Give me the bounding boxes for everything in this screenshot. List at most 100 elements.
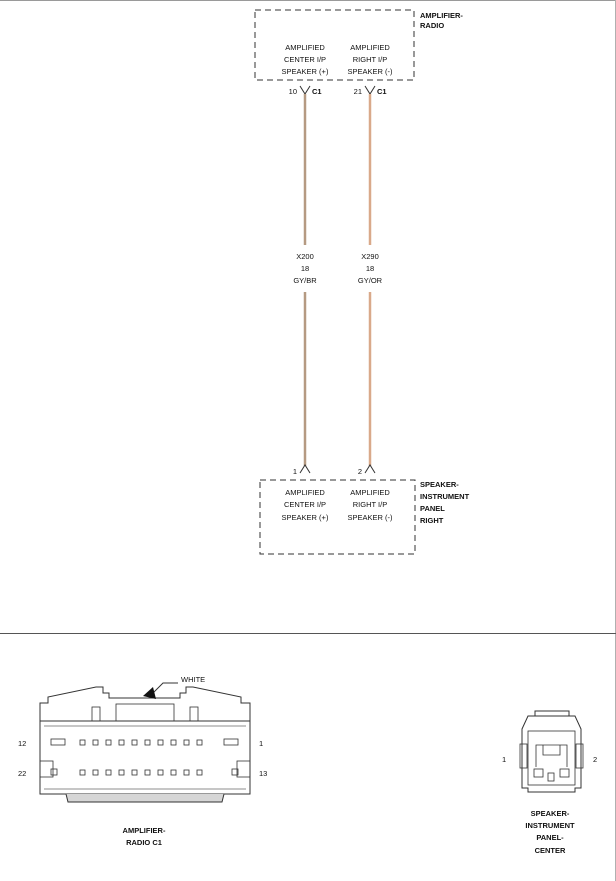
c1-center-latch xyxy=(115,703,175,722)
c1-caption-1: AMPLIFIER- xyxy=(123,826,166,835)
top-pin-right-terminal xyxy=(364,85,376,95)
spk-center-key xyxy=(547,772,555,782)
bottom-pin-left-cavity: 1 xyxy=(293,467,297,476)
top-pin-left-terminal xyxy=(299,85,311,95)
speaker-ip-center-connector-view: 1 2 SPEAKER- INSTRUMENT PANEL- CENTER xyxy=(502,710,597,855)
c1-cavity xyxy=(131,769,138,776)
wire-x200-color: GY/BR xyxy=(293,276,317,285)
bottom-pin-left-desc-2: CENTER I/P xyxy=(284,500,326,509)
c1-cavity xyxy=(183,739,190,746)
amplifier-radio-name-1: AMPLIFIER- xyxy=(420,11,463,20)
bottom-pin-left-terminal xyxy=(299,464,311,474)
bottom-pin-right-desc-1: AMPLIFIED xyxy=(350,488,390,497)
c1-cavity xyxy=(118,769,125,776)
c1-cavity xyxy=(131,739,138,746)
top-pin-right-desc-1: AMPLIFIED xyxy=(350,43,390,52)
c1-cavity xyxy=(170,739,177,746)
spk-pin-label-1: 1 xyxy=(502,755,506,764)
wire-x200[interactable]: X200 18 GY/BR xyxy=(293,94,317,466)
c1-housing-top xyxy=(39,686,251,721)
c1-side-key-right xyxy=(236,760,251,778)
speaker-ip-right-name-2: INSTRUMENT xyxy=(420,492,470,501)
amplifier-radio-module-box xyxy=(254,9,415,81)
spk-cavity-2 xyxy=(559,768,570,778)
c1-caption-2: RADIO C1 xyxy=(126,838,162,847)
c1-pin-label-22: 22 xyxy=(18,769,26,778)
top-pin-right-connector: C1 xyxy=(377,87,387,96)
c1-cavity xyxy=(92,739,99,746)
c1-cavity-22 xyxy=(50,768,58,776)
c1-cavity xyxy=(79,739,86,746)
c1-pin-label-13: 13 xyxy=(259,769,267,778)
c1-color-callout-arrow xyxy=(143,687,156,699)
c1-cavities-row-2 xyxy=(79,769,203,776)
c1-pin-label-1: 1 xyxy=(259,739,263,748)
c1-latch-window-right xyxy=(189,706,199,722)
c1-color-callout-leader xyxy=(150,682,178,696)
spk-caption-3: PANEL- xyxy=(536,833,564,842)
top-pin-right-cavity: 21 xyxy=(354,87,362,96)
bottom-pin-right-desc-3: SPEAKER (-) xyxy=(347,513,393,522)
bottom-pin-right-terminal xyxy=(364,464,376,474)
top-pin-left-desc-3: SPEAKER (+) xyxy=(282,67,329,76)
wire-x200-circuit: X200 xyxy=(296,252,314,261)
speaker-ip-right-module-box xyxy=(259,479,416,555)
bottom-pin-left-desc-3: SPEAKER (+) xyxy=(282,513,329,522)
wire-x290-color: GY/OR xyxy=(358,276,383,285)
c1-cavity xyxy=(105,769,112,776)
c1-bottom-skirt xyxy=(65,793,225,803)
spk-caption-1: SPEAKER- xyxy=(531,809,570,818)
c1-cavity xyxy=(170,769,177,776)
c1-cavity xyxy=(79,769,86,776)
top-pin-left-cavity: 10 xyxy=(289,87,297,96)
c1-cavity xyxy=(144,769,151,776)
c1-cavity xyxy=(157,769,164,776)
amplifier-radio-module: AMPLIFIER- RADIO AMPLIFIED CENTER I/P SP… xyxy=(254,9,463,96)
top-pin-left-connector: C1 xyxy=(312,87,322,96)
c1-cavity xyxy=(118,739,125,746)
c1-cavity xyxy=(105,739,112,746)
c1-cavity xyxy=(92,769,99,776)
speaker-ip-right-name-1: SPEAKER- xyxy=(420,480,459,489)
amplifier-radio-c1-connector-view: WHITE 12 1 22 13 AMPLIFIER- RADIO C1 xyxy=(18,675,267,847)
spk-center-latch xyxy=(535,744,568,767)
c1-latch-window-left xyxy=(91,706,101,722)
bottom-pin-right-desc-2: RIGHT I/P xyxy=(353,500,387,509)
spk-housing-top-tab xyxy=(534,710,570,717)
c1-cavity xyxy=(157,739,164,746)
speaker-ip-right-name-4: RIGHT xyxy=(420,516,444,525)
c1-pin-label-12: 12 xyxy=(18,739,26,748)
top-pin-right-desc-2: RIGHT I/P xyxy=(353,55,387,64)
bottom-pin-left-desc-1: AMPLIFIED xyxy=(285,488,325,497)
speaker-ip-right-module: 1 2 AMPLIFIED CENTER I/P SPEAKER (+) AMP… xyxy=(259,464,470,555)
top-pin-left-desc-1: AMPLIFIED xyxy=(285,43,325,52)
c1-cavities-row-1 xyxy=(79,739,203,746)
spk-pin-label-2: 2 xyxy=(593,755,597,764)
c1-cavity-12 xyxy=(50,738,66,746)
amplifier-radio-name-2: RADIO xyxy=(420,21,444,30)
spk-caption-4: CENTER xyxy=(535,846,566,855)
wire-x290[interactable]: X290 18 GY/OR xyxy=(358,94,383,466)
top-pin-left-desc-2: CENTER I/P xyxy=(284,55,326,64)
wire-x290-gauge: 18 xyxy=(366,264,374,273)
spk-cavity-1 xyxy=(533,768,544,778)
c1-cavity xyxy=(196,769,203,776)
spk-housing-inner xyxy=(527,730,576,786)
c1-color-callout: WHITE xyxy=(181,675,205,684)
c1-cavity xyxy=(196,739,203,746)
c1-cavity-13 xyxy=(231,768,239,776)
spk-side-key-right xyxy=(575,743,584,769)
top-pin-right-desc-3: SPEAKER (-) xyxy=(347,67,393,76)
c1-housing-body xyxy=(39,720,251,795)
c1-cavity xyxy=(183,769,190,776)
wire-x290-circuit: X290 xyxy=(361,252,379,261)
speaker-ip-right-name-3: PANEL xyxy=(420,504,445,513)
c1-cavity-1 xyxy=(223,738,239,746)
spk-housing-outer xyxy=(521,715,582,793)
spk-side-key-left xyxy=(519,743,528,769)
c1-cavity xyxy=(144,739,151,746)
spk-caption-2: INSTRUMENT xyxy=(525,821,575,830)
bottom-pin-right-cavity: 2 xyxy=(358,467,362,476)
wire-x200-gauge: 18 xyxy=(301,264,309,273)
